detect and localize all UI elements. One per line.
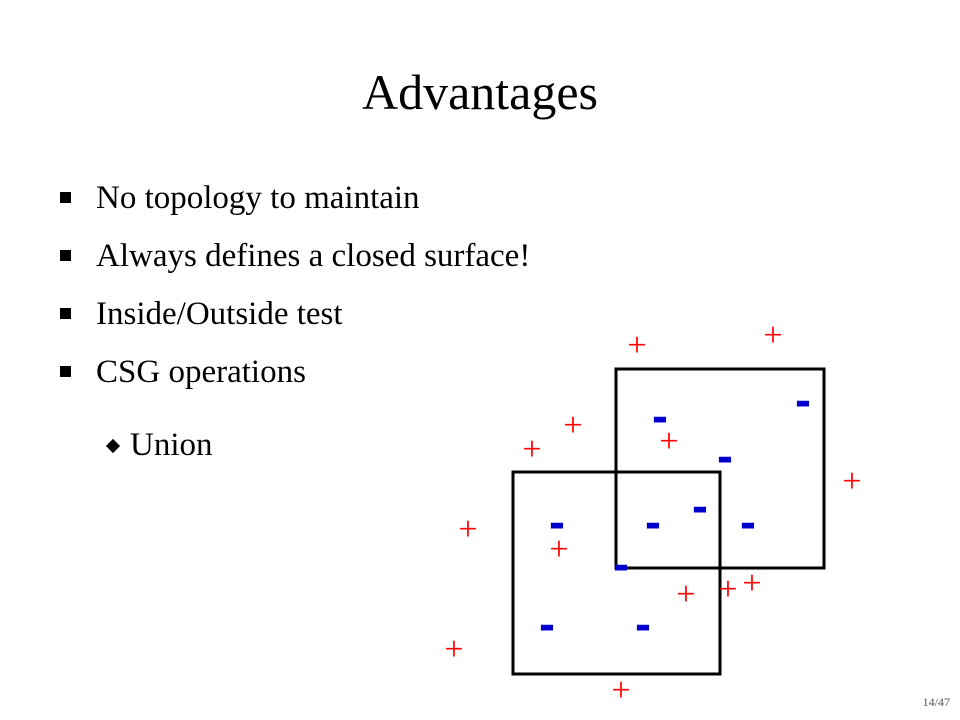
bullet-item: Always defines a closed surface!	[56, 236, 530, 276]
inside-minus-sign: -	[539, 598, 555, 651]
inside-minus-sign: -	[645, 496, 661, 549]
outside-plus-sign: +	[522, 431, 541, 468]
inside-minus-sign: -	[635, 598, 651, 651]
inside-minus-sign: -	[717, 430, 733, 483]
outside-plus-sign: +	[676, 576, 695, 613]
slide-title: Advantages	[361, 64, 599, 120]
sub-bullet-text: Union	[130, 427, 213, 463]
sign-layer: +++++++++++++----------	[444, 317, 861, 709]
outside-plus-sign: +	[763, 317, 782, 354]
bullet-item: CSG operations	[56, 352, 530, 392]
inside-minus-sign: -	[692, 480, 708, 533]
inside-minus-sign: -	[795, 374, 811, 427]
outside-plus-sign: +	[444, 631, 463, 668]
outside-plus-sign: +	[659, 423, 678, 460]
outside-plus-sign: +	[742, 565, 761, 602]
bullet-text: Always defines a closed surface!	[96, 238, 531, 274]
bullet-text: No topology to maintain	[96, 180, 420, 216]
sub-bullet-item: Union	[105, 425, 213, 465]
inside-minus-sign: -	[549, 496, 565, 549]
square-bullet-icon	[60, 192, 71, 203]
bullet-item: Inside/Outside test	[56, 294, 530, 334]
outside-plus-sign: +	[549, 531, 568, 568]
outside-plus-sign: +	[563, 407, 582, 444]
square-bullet-icon	[60, 250, 71, 261]
bullet-item: No topology to maintain	[56, 178, 530, 218]
outside-plus-sign: +	[458, 511, 477, 548]
page-number: 14/47	[922, 695, 950, 709]
outside-plus-sign: +	[627, 327, 646, 364]
outside-plus-sign: +	[718, 571, 737, 608]
square-bullet-icon	[60, 366, 71, 377]
bullet-text: CSG operations	[96, 354, 306, 390]
inside-minus-sign: -	[613, 538, 629, 591]
bullet-list: No topology to maintain Always defines a…	[56, 178, 530, 410]
bullet-text: Inside/Outside test	[96, 296, 343, 332]
outside-plus-sign: +	[611, 672, 630, 709]
inside-minus-sign: -	[652, 390, 668, 443]
square-bottom-left	[511, 470, 722, 676]
outside-plus-sign: +	[842, 463, 861, 500]
square-bullet-icon	[60, 308, 71, 319]
inside-minus-sign: -	[740, 496, 756, 549]
